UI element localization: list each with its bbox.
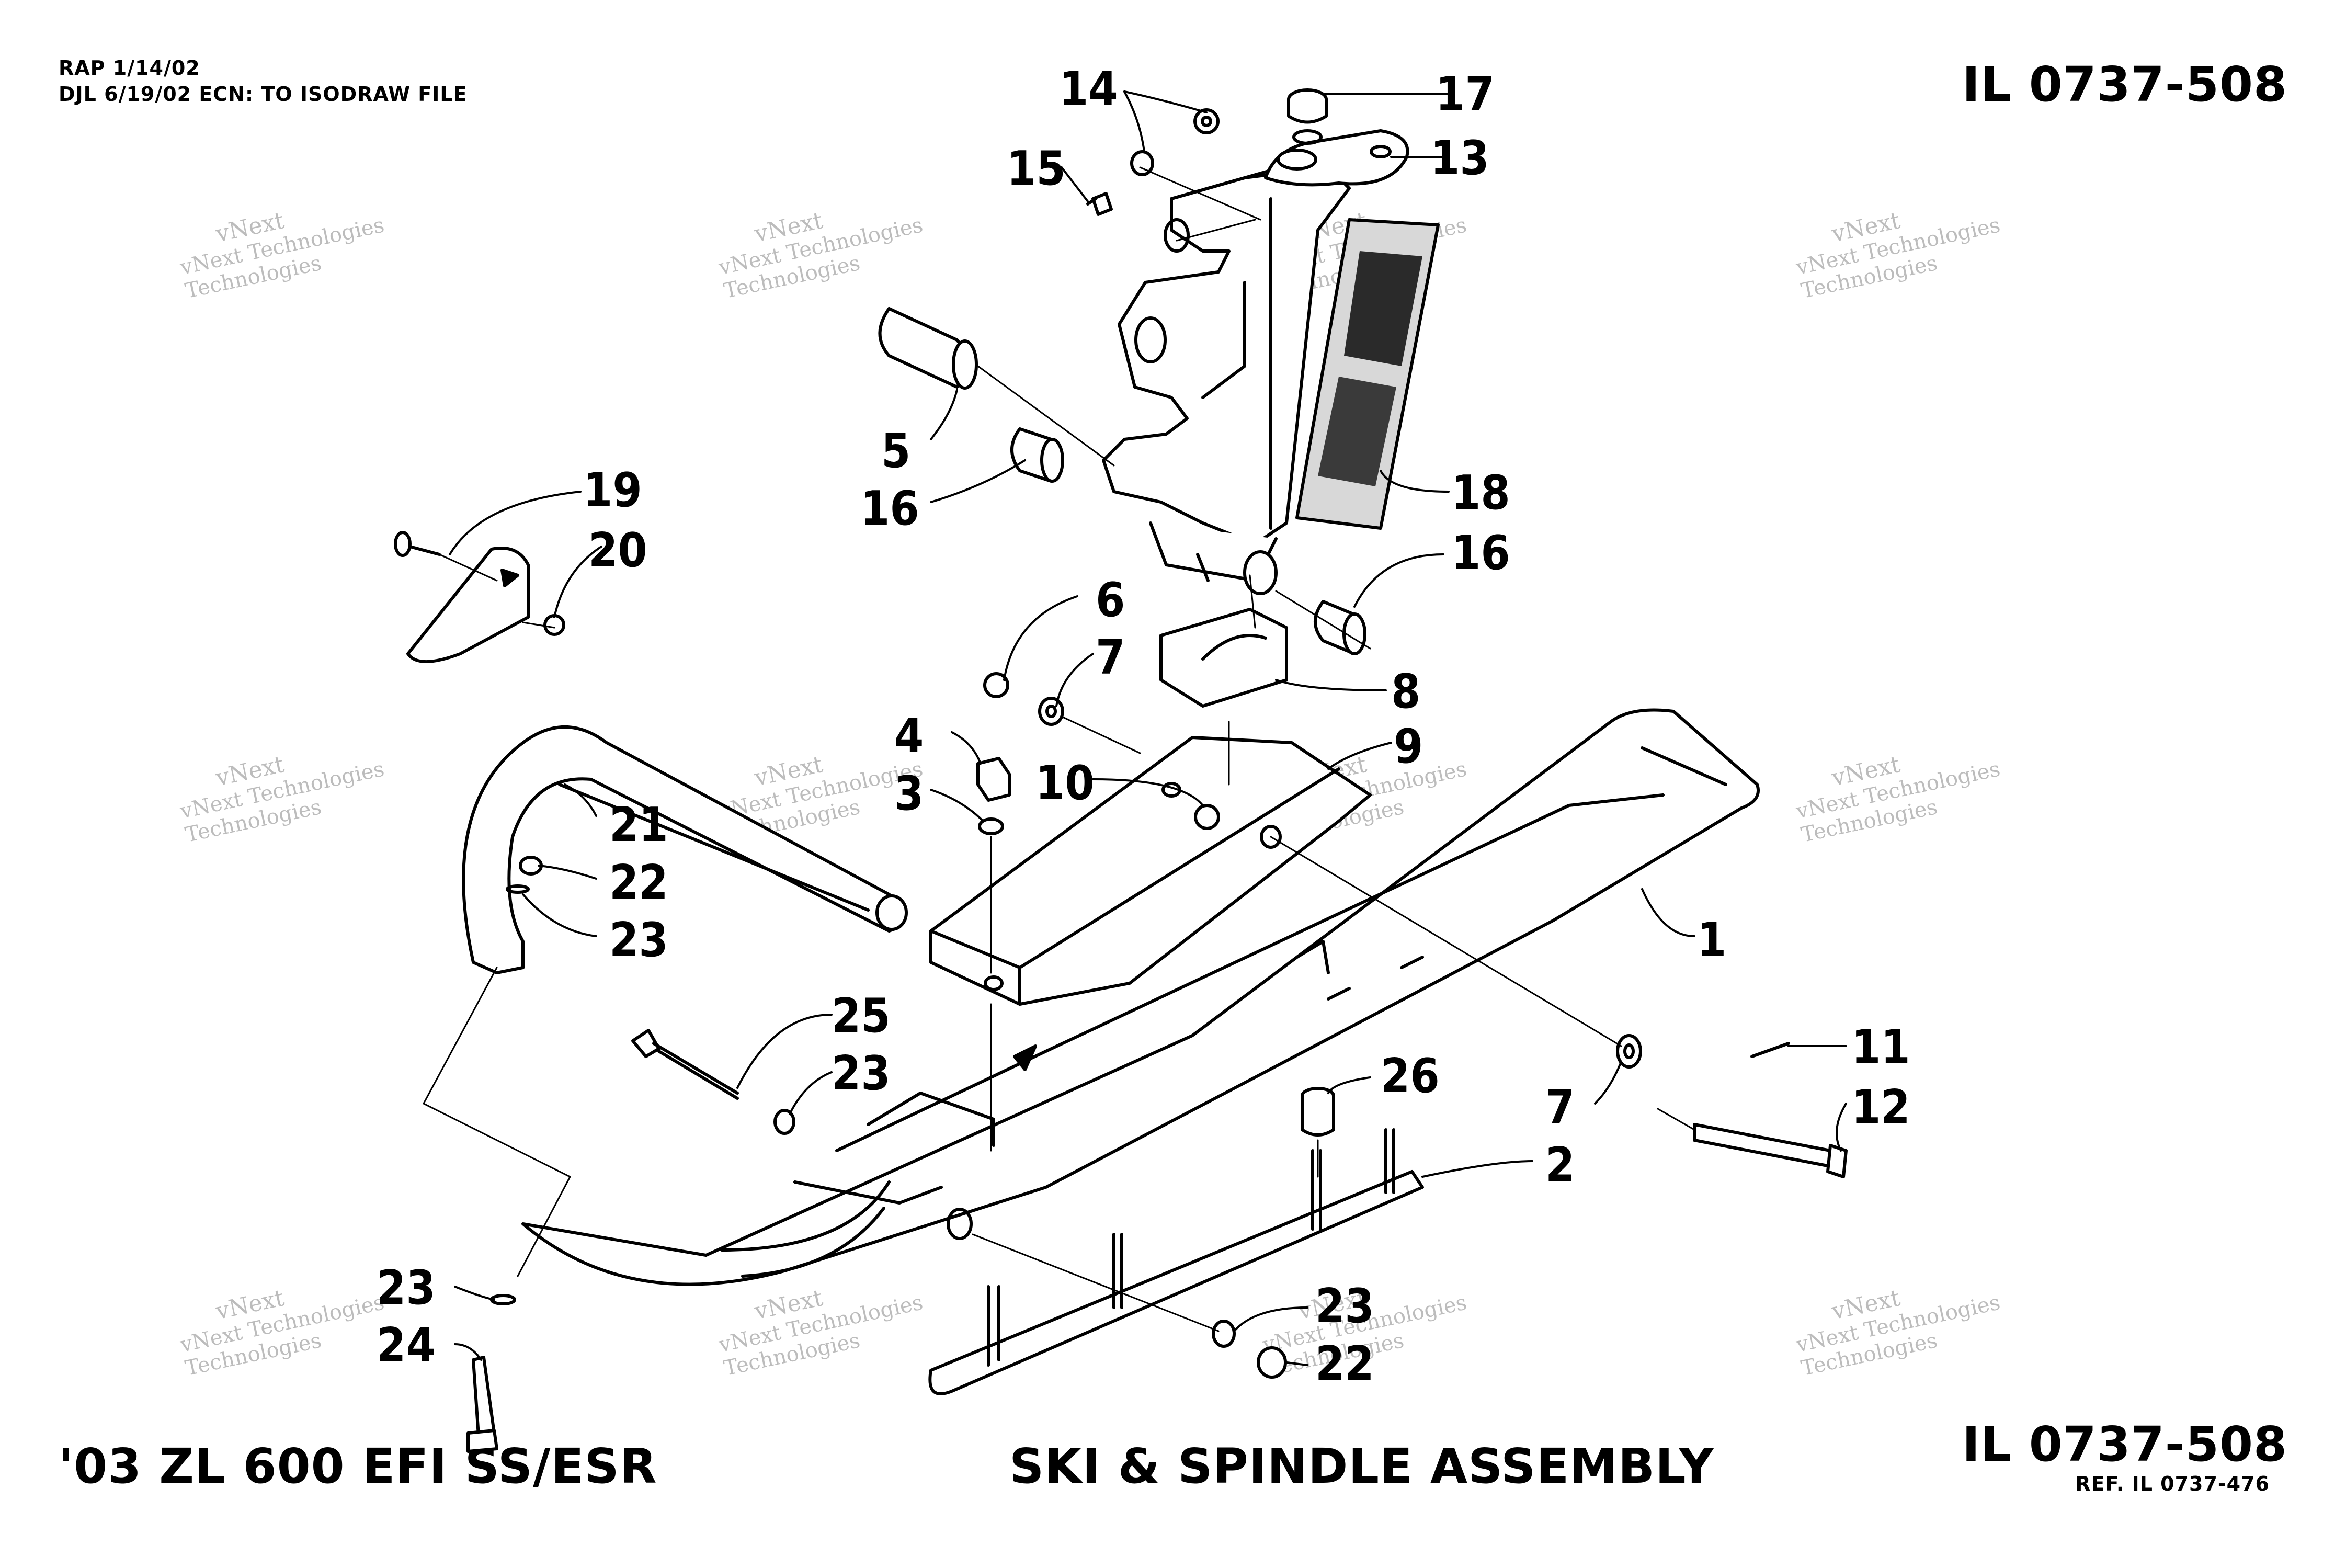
bushing-16-upper [1010,427,1064,483]
washer-23-right [1212,1320,1236,1348]
bolt-25 [631,1029,739,1100]
saddle-plate [929,736,1372,1006]
callout-7: 7 [1545,1080,1575,1135]
callout-21: 21 [609,798,668,853]
callout-23: 23 [1315,1279,1374,1334]
diagram-title: SKI & SPINDLE ASSEMBLY [1009,1438,1714,1494]
decal-panel [1295,218,1440,530]
callout-1: 1 [1697,913,1727,968]
grease-fitting [1086,192,1113,216]
wear-bar [928,1128,1424,1395]
washer-14-top [1193,108,1220,134]
washer-14-top-hole [1201,116,1212,127]
model-name: '03 ZL 600 EFI SS/ESR [59,1438,657,1494]
drawing-revision-line-1: RAP 1/14/02 [59,56,200,79]
washer-7-lower [1616,1034,1642,1069]
leader-lines [449,90,1847,1366]
spindle [1102,155,1351,595]
callout-25: 25 [832,988,891,1043]
callout-23: 23 [832,1046,891,1101]
callout-14: 14 [1059,62,1118,117]
bushing-5 [878,307,978,390]
illustration-code-bottom: IL 0737-508 [1962,1416,2287,1472]
callout-15: 15 [1007,141,1066,196]
callout-24: 24 [377,1318,436,1373]
illustration-code-top: IL 0737-508 [1962,56,2287,112]
callout-3: 3 [894,766,924,821]
callout-22: 22 [1315,1336,1374,1391]
drawing-revision-line-2: DJL 6/19/02 ECN: TO ISODRAW FILE [59,83,468,106]
ski-bumper [462,725,908,974]
callout-8: 8 [1391,664,1421,719]
reference-code: REF. IL 0737-476 [2075,1472,2270,1495]
callout-19: 19 [583,463,642,518]
callout-7: 7 [1096,630,1125,685]
callout-16: 16 [1451,526,1510,581]
cap-plug [1287,88,1328,145]
callout-17: 17 [1436,67,1495,122]
bolt-24 [466,1356,498,1453]
nut-4 [976,757,1011,802]
washer-14-lower [1130,150,1154,176]
callout-26: 26 [1381,1049,1440,1104]
bracket-19 [394,531,565,663]
callout-4: 4 [894,709,924,764]
callout-12: 12 [1851,1080,1910,1135]
ski [521,708,1760,1286]
callout-6: 6 [1096,573,1125,628]
callout-23: 23 [609,913,668,968]
spindle-pad [1159,608,1288,708]
callout-10: 10 [1035,756,1095,811]
washer-7-upper [1038,697,1064,726]
callout-11: 11 [1851,1020,1910,1075]
callout-13: 13 [1430,131,1489,186]
nut-6 [983,672,1009,698]
callout-22: 22 [609,855,668,910]
callout-23: 23 [377,1260,436,1315]
callout-20: 20 [588,523,647,578]
callout-18: 18 [1451,465,1510,520]
spacer-26 [1301,1087,1335,1137]
steering-arm [1264,129,1409,187]
washer-23-mid [773,1109,795,1135]
callout-16: 16 [860,481,919,536]
callout-5: 5 [881,424,911,479]
washer-7-upper-hole [1045,705,1057,718]
callout-2: 2 [1545,1138,1575,1192]
washer-7-lower-hole [1623,1043,1635,1059]
cotter-pin [1750,1042,1790,1058]
bushing-16-lower [1314,600,1366,655]
alignment-lines [423,166,1695,1332]
washer-3 [978,817,1004,835]
callout-9: 9 [1394,719,1423,774]
washer-23-upper [506,884,530,894]
